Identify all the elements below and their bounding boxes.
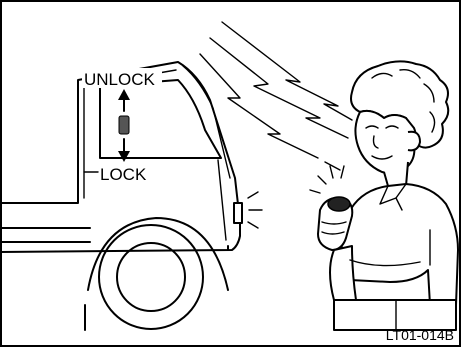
- person-with-remote: [318, 61, 458, 330]
- up-arrow-icon: [118, 89, 130, 111]
- lock-label: LOCK: [100, 165, 147, 184]
- remote-key-fob: [328, 197, 350, 211]
- unlock-label: UNLOCK: [84, 70, 156, 89]
- door-window: [100, 80, 221, 158]
- door-lock-switch: [118, 89, 130, 162]
- lock-knob: [119, 116, 129, 134]
- front-wheel: [85, 218, 228, 330]
- truck-cab: [0, 62, 240, 335]
- figure-code: LT01-014B: [386, 327, 454, 343]
